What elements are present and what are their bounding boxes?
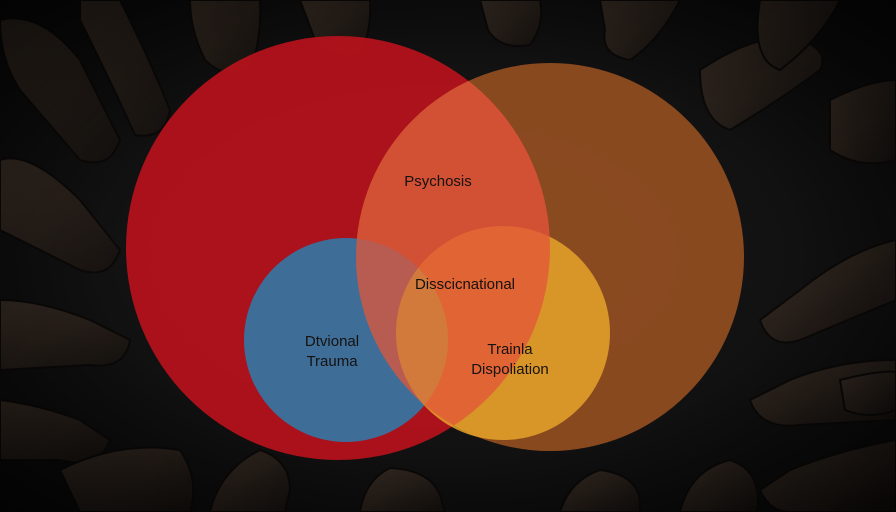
label-trauma-right-line2: Dispoliation [471, 361, 549, 378]
label-psychosis: Psychosis [404, 173, 472, 190]
label-trauma-right: Trainla Dispoliation [450, 340, 570, 380]
label-trauma-left: Dtvional Trauma [282, 332, 382, 372]
label-trauma-right-line1: Trainla [487, 341, 533, 358]
label-trauma-left-line2: Trauma [306, 353, 358, 370]
label-trauma-left-line1: Dtvional [304, 333, 360, 350]
label-dissociational: Disscicnational [414, 276, 516, 293]
